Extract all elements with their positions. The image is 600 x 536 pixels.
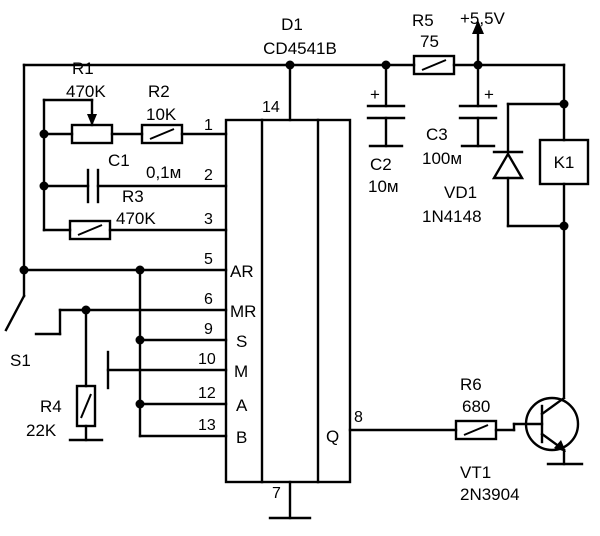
r6-value: 680 [462, 397, 490, 416]
c3-value: 100м [422, 149, 462, 168]
ic-ref-label: D1 [281, 15, 303, 34]
supply-label: +5,5V [460, 9, 506, 28]
s1-ref: S1 [10, 351, 31, 370]
pin10-number: 10 [198, 351, 216, 368]
r3-value: 470K [116, 209, 156, 228]
c2-value: 10м [368, 177, 399, 196]
c3-ref: C3 [426, 125, 448, 144]
switch-s1 [4, 294, 26, 332]
pin-s-name: S [236, 332, 247, 351]
pin8-number: 8 [354, 409, 363, 426]
pin13-number: 13 [198, 417, 216, 434]
pin-a-name: A [236, 396, 248, 415]
pin14-number: 14 [262, 99, 280, 116]
pin5-number: 5 [204, 251, 213, 268]
r2-ref: R2 [148, 82, 170, 101]
vd1-value: 1N4148 [422, 207, 482, 226]
r5-ref: R5 [412, 11, 434, 30]
pin-m-name: M [234, 362, 248, 381]
c1-value: 0,1м [146, 163, 181, 182]
pin-ar-name: AR [230, 262, 254, 281]
c2-ref: C2 [370, 155, 392, 174]
junction-dot [39, 129, 49, 139]
pin3-number: 3 [204, 211, 213, 228]
wiper-arrow-icon [87, 114, 97, 126]
ic-part-label: CD4541B [263, 39, 337, 58]
pin-b-name: B [236, 428, 247, 447]
r2-value: 10K [146, 105, 177, 124]
r6-ref: R6 [460, 375, 482, 394]
supply-arrow-icon [472, 20, 484, 34]
r3-ref: R3 [122, 187, 144, 206]
pin6-number: 6 [204, 291, 213, 308]
c1-ref: C1 [108, 151, 130, 170]
c3-plus: + [484, 85, 494, 104]
r1-value: 470K [66, 82, 106, 101]
pin-q-name: Q [326, 427, 339, 446]
c2-plus: + [370, 85, 380, 104]
vt1-value: 2N3904 [460, 485, 520, 504]
pin9-number: 9 [204, 321, 213, 338]
pin7-number: 7 [272, 485, 281, 502]
junction-dot [135, 399, 145, 409]
pin2-number: 2 [204, 167, 213, 184]
ic-d1 [224, 118, 352, 484]
k1-ref: K1 [554, 153, 575, 172]
r4-ref: R4 [40, 397, 62, 416]
potentiometer-r1 [70, 123, 114, 145]
r5-value: 75 [420, 32, 439, 51]
pin12-number: 12 [198, 385, 216, 402]
diode-vd1-body [491, 151, 525, 180]
resistor-r5 [412, 54, 456, 76]
junction-dot [135, 335, 145, 345]
pin1-number: 1 [204, 117, 213, 134]
pin-mr-name: MR [230, 302, 256, 321]
vd1-ref: VD1 [444, 183, 477, 202]
vt1-ref: VT1 [460, 463, 491, 482]
r4-value: 22K [26, 421, 57, 440]
r1-ref: R1 [72, 59, 94, 78]
